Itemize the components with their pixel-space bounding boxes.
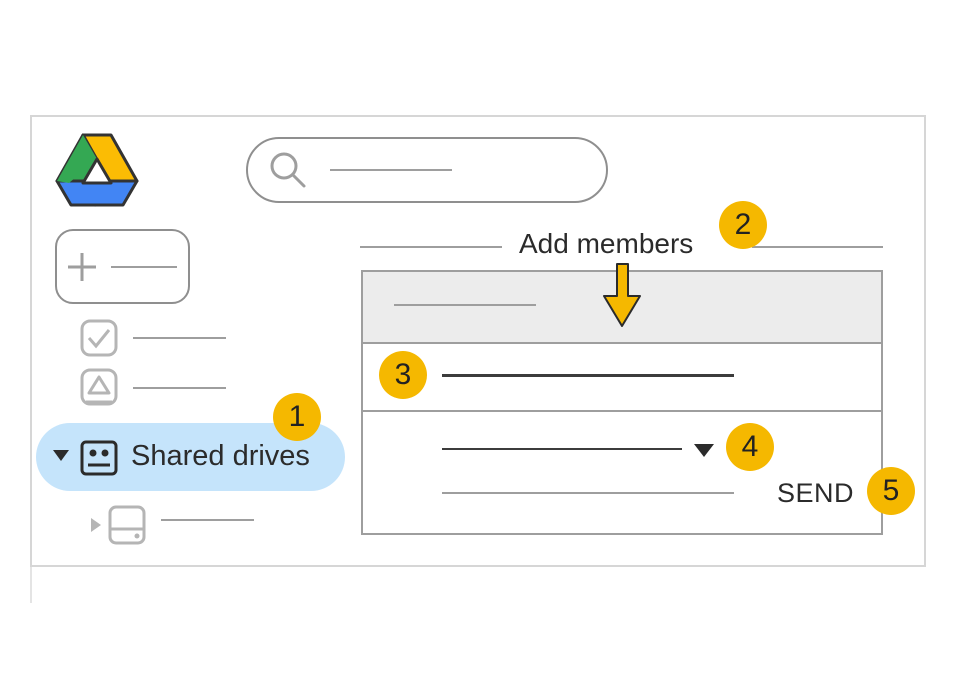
role-dropdown-line[interactable] [442, 448, 682, 450]
arrow-down-icon [603, 263, 641, 327]
sidebar-item-line[interactable] [133, 337, 226, 339]
shared-drives-label: Shared drives [131, 440, 310, 472]
send-button[interactable]: SEND [777, 478, 855, 508]
step-badge-1: 1 [273, 393, 321, 441]
member-entry-line[interactable] [442, 374, 734, 377]
sub-item-line[interactable] [161, 519, 254, 521]
step-badge-2: 2 [719, 201, 767, 249]
sidebar-item-line[interactable] [133, 387, 226, 389]
search-placeholder-line [330, 169, 452, 171]
message-line[interactable] [442, 492, 734, 494]
drive-icon [80, 368, 118, 406]
caret-right-icon[interactable] [91, 518, 101, 532]
member-input-placeholder-line [394, 304, 536, 306]
heading-rule-left [360, 246, 502, 248]
heading-rule-right [752, 246, 883, 248]
new-button[interactable] [55, 229, 190, 304]
panel-divider [363, 410, 881, 412]
search-icon [270, 152, 306, 188]
frame-edge [30, 567, 32, 603]
app-frame [30, 115, 926, 567]
caret-down-icon[interactable] [53, 450, 69, 462]
step-badge-5: 5 [867, 467, 915, 515]
caret-down-icon[interactable] [694, 444, 714, 458]
plus-icon [68, 253, 96, 281]
add-members-title: Add members [519, 228, 694, 259]
google-drive-logo-icon [55, 133, 139, 207]
drive-disk-icon [108, 505, 146, 545]
checkbox-icon [80, 319, 118, 357]
shared-drive-icon [80, 440, 118, 476]
step-badge-4: 4 [726, 423, 774, 471]
step-badge-3: 3 [379, 351, 427, 399]
new-button-label-line [111, 266, 177, 268]
